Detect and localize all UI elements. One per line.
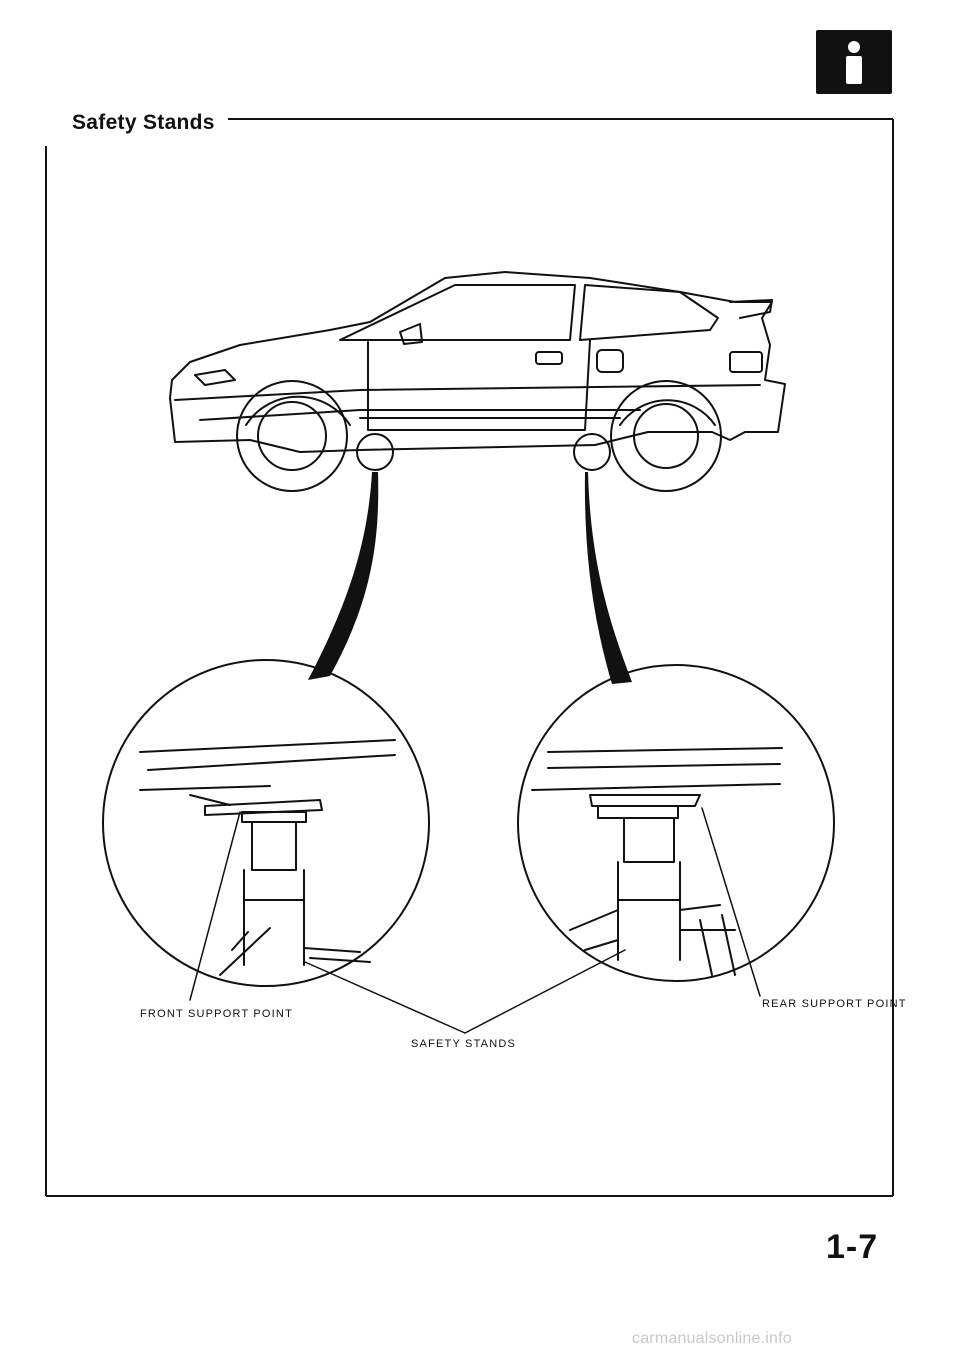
info-icon — [846, 41, 862, 84]
front-support-label: FRONT SUPPORT POINT — [140, 1008, 293, 1020]
rear-support-marker — [573, 433, 611, 471]
front-detail-view — [102, 659, 430, 987]
rear-connector — [584, 472, 632, 684]
info-badge — [816, 30, 892, 94]
rear-wheel — [610, 380, 722, 492]
rear-detail-view — [517, 664, 835, 982]
car-drawing — [169, 271, 786, 453]
rear-support-label: REAR SUPPORT POINT — [762, 998, 907, 1010]
front-support-marker — [356, 433, 394, 471]
safety-stands-label: SAFETY STANDS — [411, 1038, 517, 1050]
page-number: 1-7 — [826, 1228, 879, 1266]
leader-lines — [189, 807, 761, 1034]
front-connector — [308, 472, 379, 680]
watermark: carmanualsonline.info — [632, 1330, 792, 1347]
section-title: Safety Stands — [72, 111, 223, 135]
front-wheel — [236, 380, 348, 492]
